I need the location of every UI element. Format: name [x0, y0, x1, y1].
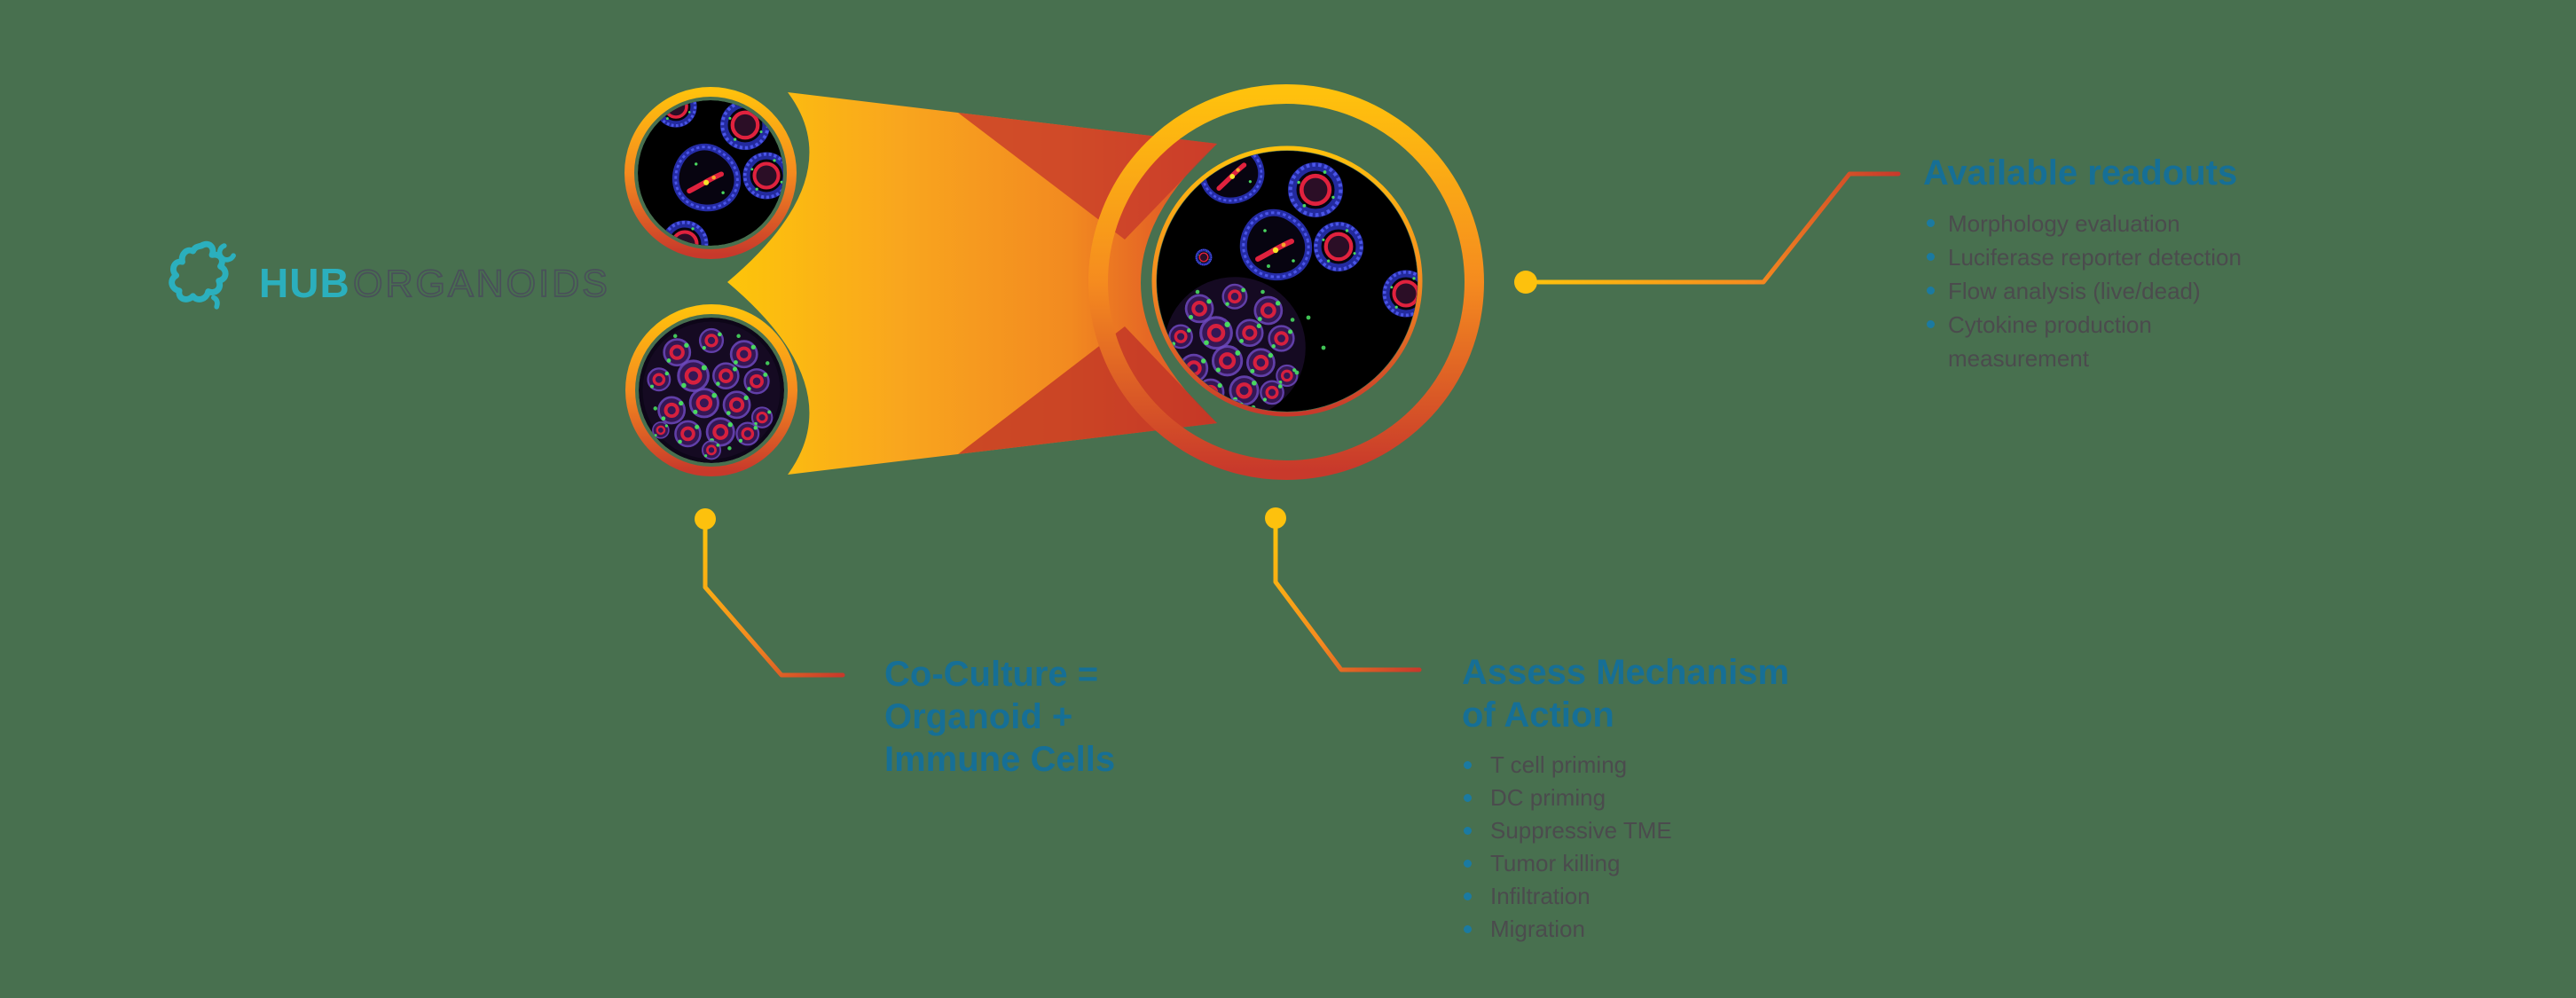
readouts-title: Available readouts [1923, 153, 2238, 193]
list-item: Suppressive TME [1464, 814, 1836, 847]
list-item: T cell priming [1464, 749, 1836, 782]
logo-text-organoids: ORGANOIDS [352, 262, 610, 306]
bullet-text: Morphology evaluation [1948, 210, 2180, 237]
bullet-dot-icon [1927, 253, 1935, 261]
mechanism-connector-line [1273, 526, 1422, 672]
list-item: Flow analysis (live/dead) [1927, 274, 2274, 308]
yellow-callout-dot [1265, 507, 1286, 529]
list-item: Morphology evaluation [1927, 207, 2274, 240]
bullet-text: Migration [1490, 915, 1585, 942]
bullet-dot-icon [1464, 761, 1472, 769]
yellow-callout-dot [695, 508, 716, 530]
bullet-dot-icon [1927, 320, 1935, 328]
bullet-text: Luciferase reporter detection [1948, 244, 2242, 271]
readouts-connector-line [1535, 171, 1901, 285]
list-item: Infiltration [1464, 880, 1836, 913]
immune-cells-microscopy-image [639, 318, 784, 463]
mechanism-bullet-list: T cell priming DC priming Suppressive TM… [1464, 749, 1836, 946]
bullet-text: Cytokine production measurement [1948, 311, 2152, 372]
bullet-dot-icon [1927, 287, 1935, 295]
bullet-dot-icon [1464, 925, 1472, 933]
immune-circle-ring [625, 304, 797, 476]
yellow-callout-dot [1514, 271, 1537, 294]
result-outer-ring [1088, 84, 1484, 480]
bullet-dot-icon [1464, 794, 1472, 802]
bullet-text: Tumor killing [1490, 850, 1621, 876]
list-item: Cytokine production measurement [1927, 308, 2274, 375]
bullet-text: T cell priming [1490, 751, 1628, 778]
list-item: Tumor killing [1464, 847, 1836, 880]
co-culture-connector-line [703, 527, 845, 678]
bullet-text: DC priming [1490, 784, 1606, 811]
bullet-dot-icon [1927, 219, 1935, 227]
organoid-microscopy-image [638, 100, 783, 246]
bullet-text: Suppressive TME [1490, 817, 1672, 844]
bullet-dot-icon [1464, 860, 1472, 868]
bullet-text: Infiltration [1490, 883, 1590, 909]
bullet-dot-icon [1464, 827, 1472, 835]
bullet-dot-icon [1464, 892, 1472, 900]
organoid-circle-ring [624, 87, 797, 259]
list-item: Migration [1464, 913, 1836, 946]
bullet-text: Flow analysis (live/dead) [1948, 278, 2201, 304]
organoid-star-icon [169, 240, 236, 310]
list-item: Luciferase reporter detection [1927, 240, 2274, 274]
result-inner-ring [1151, 145, 1423, 417]
list-item: DC priming [1464, 782, 1836, 814]
co-culture-title: Co-Culture = Organoid + Immune Cells [884, 655, 1116, 779]
mechanism-title: Assess Mechanism of Action [1462, 653, 1790, 735]
co-culture-microscopy-image [1157, 151, 1418, 412]
logo-text-hub: HUB [259, 260, 350, 306]
readouts-bullet-list: Morphology evaluation Luciferase reporte… [1927, 207, 2274, 375]
